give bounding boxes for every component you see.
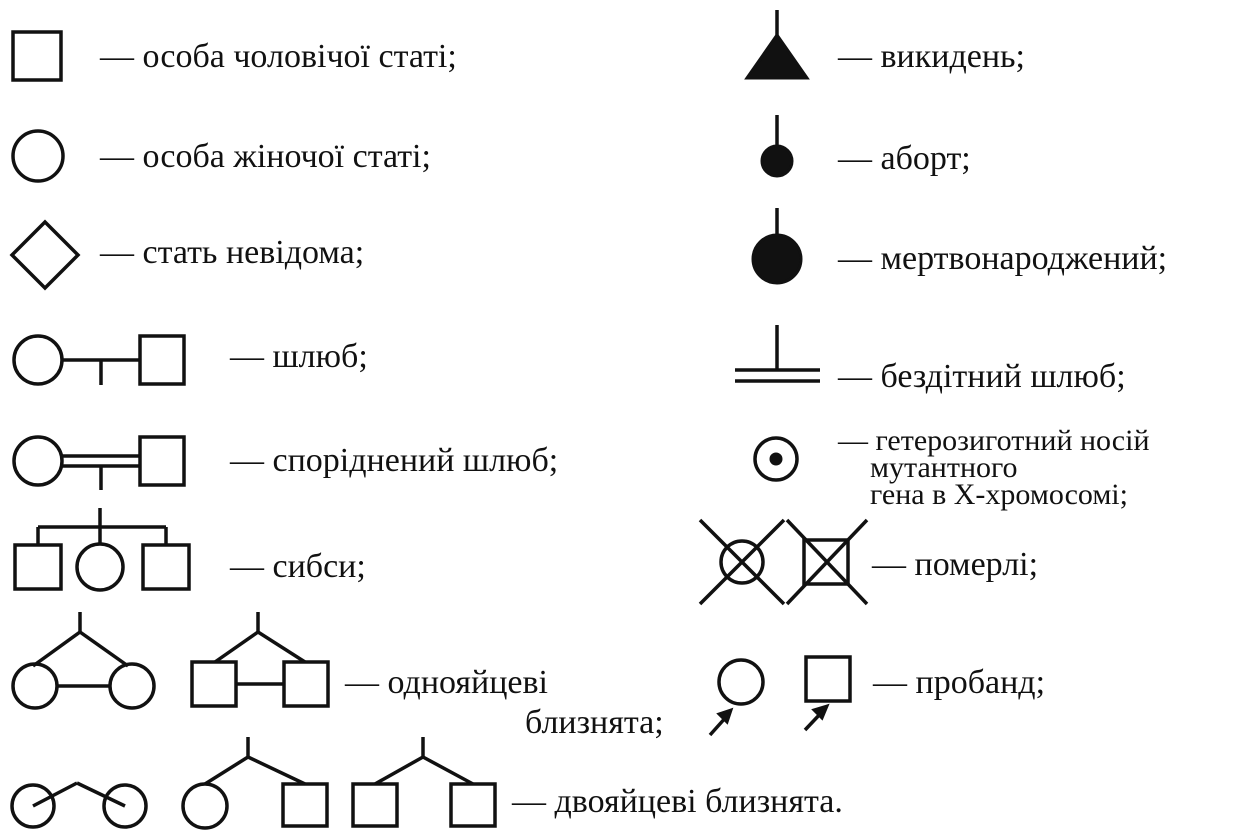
identical-twins-squares-icon: [190, 612, 330, 708]
childless-marriage-icon: [735, 325, 820, 383]
consanguineous-marriage-label: — споріднений шлюб;: [230, 442, 559, 479]
marriage-label: — шлюб;: [230, 338, 368, 375]
sibs-icon: [13, 508, 191, 592]
sibs-label: — сибси;: [230, 548, 366, 585]
stillborn-label: — мертвонароджений;: [838, 240, 1168, 277]
carrier-label-cont-1: мутантного: [870, 451, 1018, 484]
proband-female-icon: [708, 658, 765, 737]
abortion-label: — аборт;: [838, 140, 971, 177]
proband-label: — пробанд;: [873, 664, 1046, 701]
deceased-label: — померлі;: [872, 546, 1039, 583]
carrier-label-cont-2: гена в Х-хромосомі;: [870, 478, 1128, 511]
carrier-circle-dot-icon: [753, 436, 799, 482]
deceased-male-icon: [785, 518, 869, 606]
fraternal-twins-label: — двояйцеві близнята.: [512, 783, 843, 820]
fraternal-twins-mixed-icon: [181, 737, 329, 830]
identical-twins-circles-icon: [11, 612, 156, 710]
identical-twins-label-cont: близнята;: [525, 704, 664, 741]
deceased-female-icon: [698, 518, 786, 606]
female-circle-icon: [11, 129, 65, 183]
stillborn-icon: [751, 208, 803, 285]
consanguineous-marriage-icon: [12, 435, 186, 490]
proband-male-icon: [803, 655, 852, 732]
identical-twins-label: — однояйцеві: [345, 664, 548, 701]
carrier-label: — гетерозиготний носій: [838, 424, 1150, 457]
miscarriage-triangle-icon: [744, 10, 810, 80]
marriage-icon: [12, 334, 186, 386]
unknown-sex-label: — стать невідома;: [100, 234, 365, 271]
female-label: — особа жіночої статі;: [100, 138, 431, 175]
miscarriage-label: — викидень;: [838, 38, 1025, 75]
fraternal-twins-circles-icon: [10, 781, 148, 829]
male-square-icon: [11, 30, 63, 82]
unknown-sex-diamond-icon: [9, 219, 81, 291]
abortion-icon: [760, 115, 794, 178]
male-label: — особа чоловічої статі;: [100, 38, 457, 75]
fraternal-twins-squares-icon: [351, 737, 497, 828]
childless-marriage-label: — бездітний шлюб;: [838, 358, 1126, 395]
